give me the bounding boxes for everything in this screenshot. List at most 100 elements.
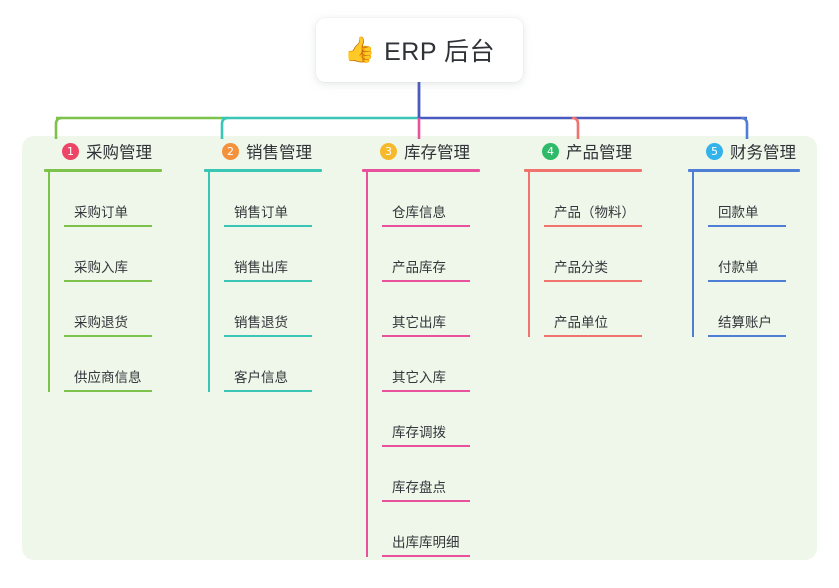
branch-header-rule [204,169,322,172]
branch-title: 采购管理 [86,144,152,162]
branch-item-rule [224,335,312,337]
branch-item-list: 仓库信息产品库存其它出库其它入库库存调拨库存盘点出库库明细 [360,172,480,557]
branch-item-rule [224,280,312,282]
branch-item-list: 销售订单销售出库销售退货客户信息 [202,172,322,392]
branch-item-label: 库存调拨 [392,425,446,440]
branch-number-badge: 3 [380,142,397,160]
branch-item-label: 出库库明细 [392,535,460,550]
branch-spine [692,172,694,337]
branch-number-badge: 1 [62,142,79,160]
branch-item[interactable]: 库存盘点 [376,447,480,502]
branch-header-1[interactable]: 1 采购管理 [42,136,162,166]
branch-title: 库存管理 [404,144,470,162]
branch-title: 产品管理 [566,144,632,162]
branch-item[interactable]: 产品库存 [376,227,480,282]
branch-item-label: 产品单位 [554,315,608,330]
branch-item-label: 客户信息 [234,370,288,385]
branch-item-label: 销售订单 [234,205,288,220]
branch-header-3[interactable]: 3 库存管理 [360,136,480,166]
branch-item-rule [224,390,312,392]
branch-spine [48,172,50,392]
branch-item-rule [382,445,470,447]
branch-item-rule [544,280,642,282]
branch-header-rule [524,169,642,172]
branch-item[interactable]: 库存调拨 [376,392,480,447]
branch-item-label: 仓库信息 [392,205,446,220]
branch-item-label: 其它入库 [392,370,446,385]
thumbs-up-icon: 👍 [343,35,376,64]
branch-item-rule [382,280,470,282]
branch-item-rule [64,390,152,392]
branch-spine [366,172,368,557]
branch-item-rule [544,335,642,337]
branch-item-label: 供应商信息 [74,370,142,385]
branch-item[interactable]: 采购入库 [58,227,162,282]
branch-item-label: 产品分类 [554,260,608,275]
branch-item-label: 销售出库 [234,260,288,275]
branch-item-rule [544,225,642,227]
branch-header-4[interactable]: 4 产品管理 [522,136,642,166]
branch-item-label: 销售退货 [234,315,288,330]
branch-item[interactable]: 其它入库 [376,337,480,392]
branch-header-rule [688,169,800,172]
branch-item[interactable]: 结算账户 [702,282,800,337]
branch-item[interactable]: 采购订单 [58,172,162,227]
branch-item-label: 回款单 [718,205,759,220]
branch-column-3: 3 库存管理仓库信息产品库存其它出库其它入库库存调拨库存盘点出库库明细 [360,136,480,557]
branch-spine [208,172,210,392]
branch-item-list: 产品（物料） 产品分类产品单位 [522,172,642,337]
branch-item-rule [708,335,786,337]
branch-item-label: 结算账户 [718,315,772,330]
branch-item-rule [708,225,786,227]
branch-title: 销售管理 [246,144,312,162]
branch-item[interactable]: 销售订单 [218,172,322,227]
branch-header-rule [362,169,480,172]
branch-number-badge: 4 [542,142,559,160]
branch-item-rule [64,225,152,227]
branch-item[interactable]: 出库库明细 [376,502,480,557]
branch-item-rule [382,555,470,557]
branch-item-label: 付款单 [718,260,759,275]
root-node-title: ERP 后台 [384,38,496,66]
branch-column-1: 1 采购管理采购订单采购入库采购退货供应商信息 [42,136,162,392]
branch-item-rule [382,500,470,502]
branch-item[interactable]: 采购退货 [58,282,162,337]
branch-spine [528,172,530,337]
branch-item[interactable]: 销售退货 [218,282,322,337]
branch-number-badge: 2 [222,142,239,160]
branch-header-5[interactable]: 5 财务管理 [686,136,800,166]
branch-item-rule [708,280,786,282]
branch-column-4: 4 产品管理产品（物料） 产品分类产品单位 [522,136,642,337]
branch-item[interactable]: 仓库信息 [376,172,480,227]
branch-column-2: 2 销售管理销售订单销售出库销售退货客户信息 [202,136,322,392]
branch-item-label: 采购退货 [74,315,128,330]
branch-number-badge: 5 [706,142,723,160]
branch-item-rule [382,225,470,227]
branch-item-rule [64,335,152,337]
branch-header-2[interactable]: 2 销售管理 [202,136,322,166]
branch-item[interactable]: 供应商信息 [58,337,162,392]
branch-item-list: 回款单付款单结算账户 [686,172,800,337]
branch-item-label: 其它出库 [392,315,446,330]
branch-item[interactable]: 产品（物料） [538,172,642,227]
branch-item-rule [382,390,470,392]
root-node-card[interactable]: 👍 ERP 后台 [316,18,523,82]
branch-item-rule [382,335,470,337]
branch-item-label: 采购入库 [74,260,128,275]
branch-item[interactable]: 产品单位 [538,282,642,337]
branch-columns: 1 采购管理采购订单采购入库采购退货供应商信息 2 销售管理销售订单销售出库销售退货客… [22,136,817,560]
branch-item-rule [64,280,152,282]
branch-item[interactable]: 付款单 [702,227,800,282]
branch-item-list: 采购订单采购入库采购退货供应商信息 [42,172,162,392]
branch-item-label: 产品库存 [392,260,446,275]
branch-item-rule [224,225,312,227]
branch-item[interactable]: 产品分类 [538,227,642,282]
branch-title: 财务管理 [730,144,796,162]
branch-item-label: 采购订单 [74,205,128,220]
branch-item[interactable]: 其它出库 [376,282,480,337]
branch-item[interactable]: 客户信息 [218,337,322,392]
diagram-panel [22,136,817,560]
branch-item[interactable]: 回款单 [702,172,800,227]
branch-column-5: 5 财务管理回款单付款单结算账户 [686,136,800,337]
branch-item[interactable]: 销售出库 [218,227,322,282]
